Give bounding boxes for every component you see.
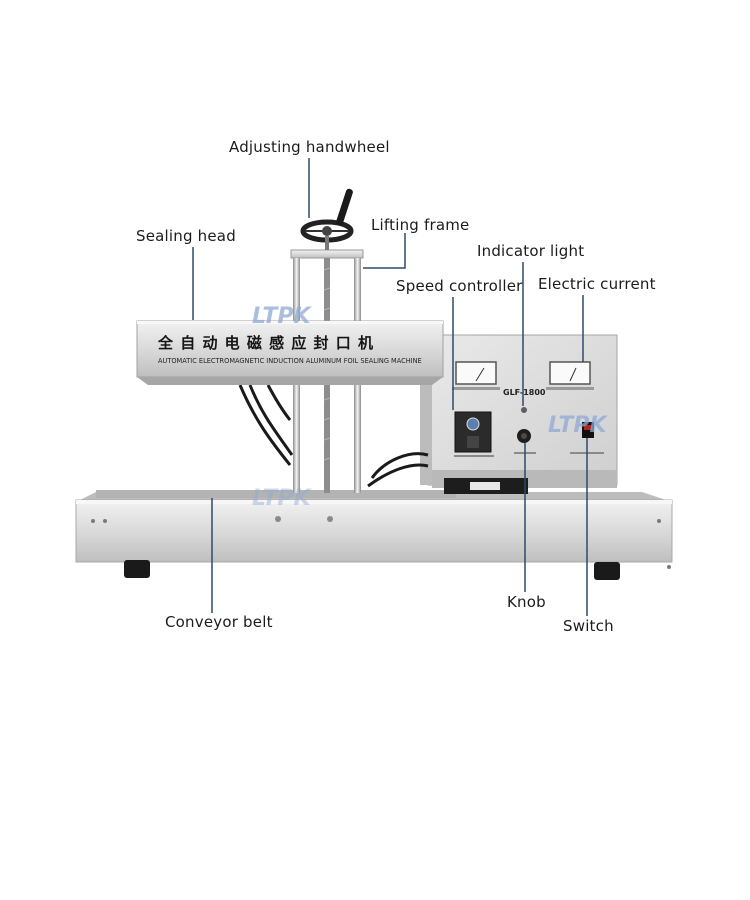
rubber-foot-left — [124, 560, 150, 578]
label-knob: Knob — [507, 593, 546, 611]
leader-lifting-frame — [363, 233, 406, 269]
power-cables — [238, 384, 429, 488]
model-number: GLF-1800 — [503, 388, 546, 397]
sealing-head — [136, 320, 444, 385]
watermark-middle: LTPK — [252, 486, 313, 511]
conveyor-base — [75, 490, 673, 569]
rubber-foot-right — [594, 562, 620, 580]
leader-lines — [192, 158, 588, 616]
label-sealing-head: Sealing head — [136, 227, 236, 245]
watermark-top: LTPK — [252, 304, 313, 329]
label-conveyor-belt: Conveyor belt — [165, 613, 273, 631]
label-adjusting-handwheel: Adjusting handwheel — [229, 138, 390, 156]
label-lifting-frame: Lifting frame — [371, 216, 470, 234]
label-indicator-light: Indicator light — [477, 242, 585, 260]
adjusting-handwheel — [300, 188, 354, 250]
sealing-head-subtitle-en: AUTOMATIC ELECTROMAGNETIC INDUCTION ALUM… — [158, 357, 422, 365]
label-switch: Switch — [563, 617, 614, 635]
label-electric-current: Electric current — [538, 275, 656, 293]
label-speed-controller: Speed controller — [396, 277, 523, 295]
watermark-right: LTPK — [548, 413, 609, 438]
sealing-head-title-cn: 全 自 动 电 磁 感 应 封 口 机 — [157, 334, 374, 352]
